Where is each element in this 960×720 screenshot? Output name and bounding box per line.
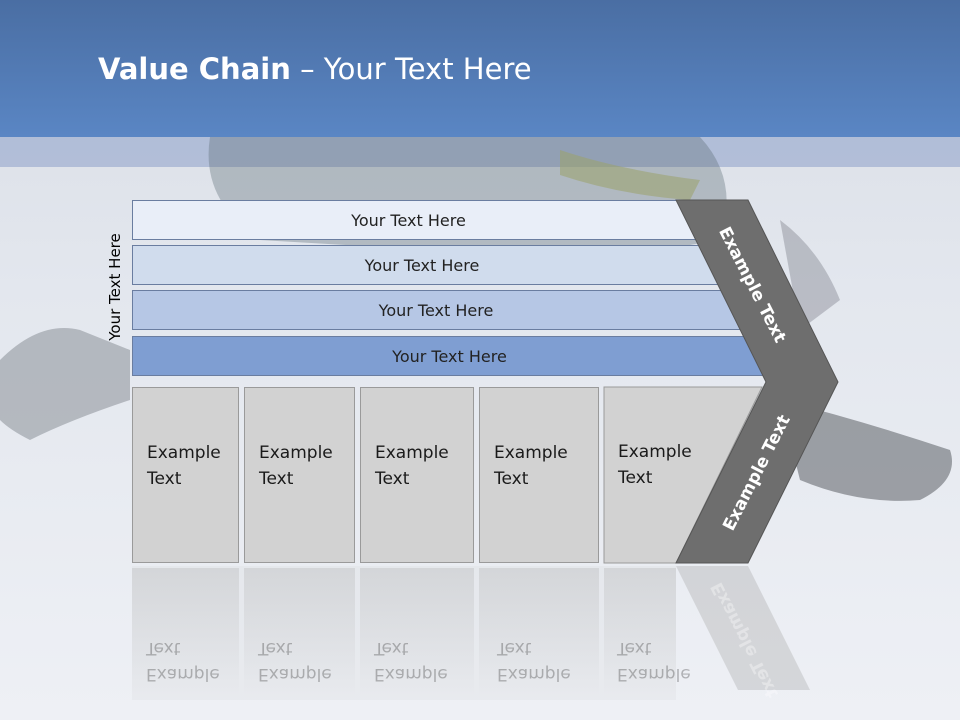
header-band	[0, 137, 960, 167]
activity-column-5-line1: Example	[618, 442, 692, 462]
activity-column-5-line2: Text	[618, 468, 653, 488]
column-reflection-3	[360, 568, 474, 698]
reflection-text-5-line1: Example	[617, 664, 691, 684]
reflection-text-3-line1: Example	[374, 664, 448, 684]
value-row-4: Your Text Here	[132, 336, 787, 376]
column-reflection-2	[244, 568, 355, 698]
activity-column-4-line2: Text	[494, 469, 529, 489]
reflection-text-3-line2: Text	[374, 638, 409, 658]
column-reflection-1	[132, 568, 239, 698]
activity-column-2-line2: Text	[259, 469, 294, 489]
slide-title: Value Chain – Your Text Here	[98, 52, 532, 86]
reflection-text-4-line2: Text	[497, 638, 532, 658]
reflection-text-3: Example Text	[374, 635, 448, 687]
activity-column-1-line2: Text	[147, 469, 182, 489]
reflection-text-5: Example Text	[617, 635, 691, 687]
reflection-text-5-line2: Text	[617, 638, 652, 658]
chevron-arrow	[675, 199, 839, 564]
value-row-3: Your Text Here	[132, 290, 760, 330]
title-bold: Value Chain	[98, 52, 291, 86]
value-row-4-text: Your Text Here	[392, 346, 507, 366]
activity-column-4-line1: Example	[494, 443, 568, 463]
activity-column-1-line1: Example	[147, 443, 221, 463]
header-bar	[0, 0, 960, 137]
value-row-1: Your Text Here	[132, 200, 705, 240]
activity-column-2-line1: Example	[259, 443, 333, 463]
reflection-text-2-line1: Example	[258, 664, 332, 684]
chevron-reflection	[676, 566, 810, 690]
reflection-text-1-line2: Text	[146, 638, 181, 658]
value-row-3-text: Your Text Here	[378, 300, 494, 320]
reflection-text-2-line2: Text	[258, 638, 293, 658]
title-rest: – Your Text Here	[290, 52, 532, 86]
activity-column-3-line2: Text	[375, 469, 410, 489]
reflection-text-1: Example Text	[146, 635, 220, 687]
row-reflection-band	[132, 566, 676, 700]
reflection-text-2: Example Text	[258, 635, 332, 687]
value-row-1-text: Your Text Here	[351, 210, 466, 230]
column-reflection-4	[479, 568, 599, 698]
activity-column-3-line1: Example	[375, 443, 449, 463]
reflection-text-4-line1: Example	[497, 664, 571, 684]
column-reflection-5	[604, 568, 676, 698]
value-row-2-text: Your Text Here	[364, 255, 480, 275]
value-row-2: Your Text Here	[132, 245, 732, 285]
reflection-text-1-line1: Example	[146, 664, 220, 684]
reflection-text-4: Example Text	[497, 635, 571, 687]
